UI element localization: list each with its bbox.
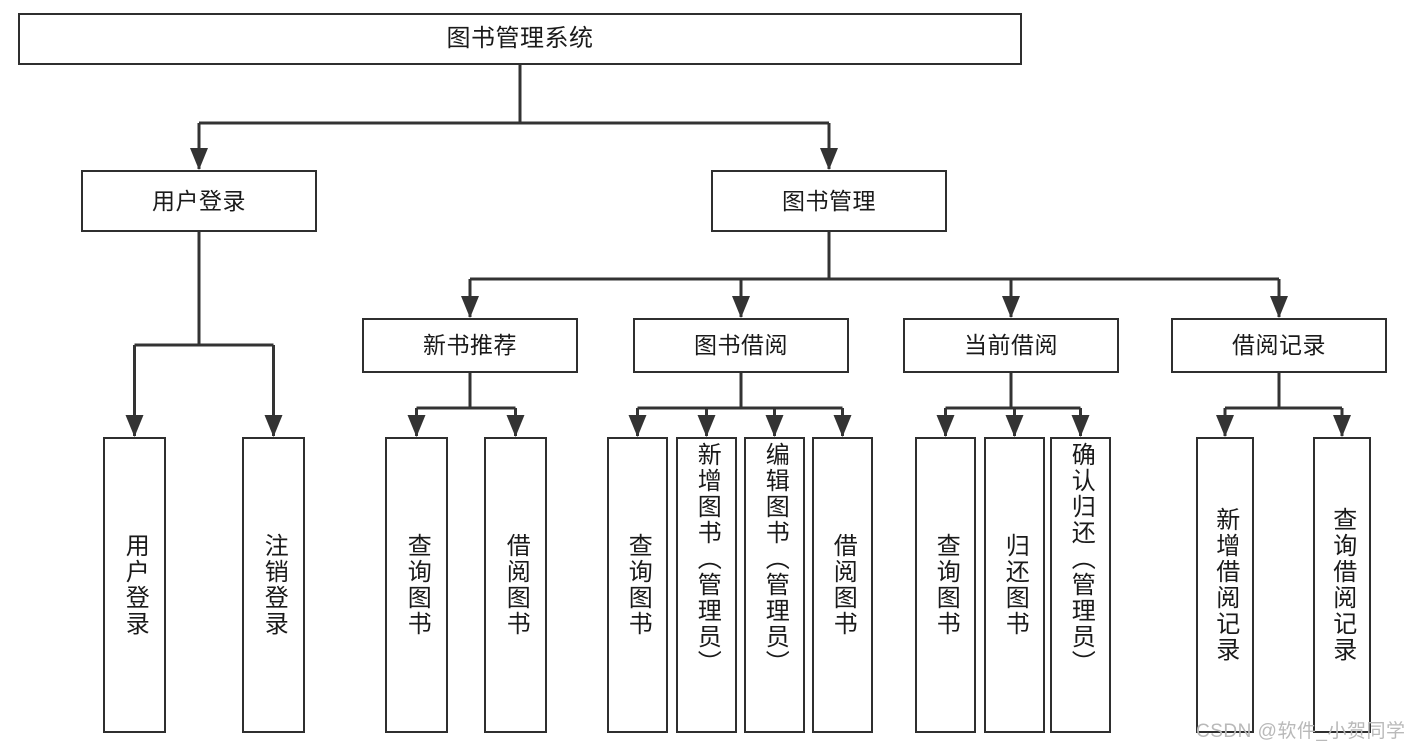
node-newbook[interactable]: 新书推荐 — [362, 318, 578, 373]
node-l11[interactable]: 确认归还（管理员） — [1050, 437, 1111, 733]
node-label: 查询借阅记录 — [1328, 507, 1356, 663]
node-root[interactable]: 图书管理系统 — [18, 13, 1022, 65]
node-label: 归还图书 — [1001, 533, 1029, 637]
node-label: 图书管理系统 — [446, 25, 594, 52]
node-label: 用户登录 — [121, 533, 149, 637]
node-label: 查询图书 — [932, 533, 960, 637]
node-label: 查询图书 — [624, 533, 652, 637]
node-label: 当前借阅 — [964, 332, 1058, 358]
node-l8[interactable]: 借阅图书 — [812, 437, 873, 733]
node-label: 图书管理 — [782, 187, 876, 214]
node-bookmgmt[interactable]: 图书管理 — [711, 170, 947, 232]
node-label: 新增借阅记录 — [1211, 507, 1239, 663]
node-l4[interactable]: 借阅图书 — [484, 437, 547, 733]
watermark: CSDN @软件_小贺同学 — [1196, 721, 1405, 742]
node-label: 编辑图书（管理员） — [761, 442, 789, 676]
node-label: 图书借阅 — [694, 332, 788, 358]
node-l1[interactable]: 用户登录 — [103, 437, 166, 733]
node-login[interactable]: 用户登录 — [81, 170, 317, 232]
node-records[interactable]: 借阅记录 — [1171, 318, 1387, 373]
node-l10[interactable]: 归还图书 — [984, 437, 1045, 733]
node-label: 用户登录 — [152, 187, 246, 214]
node-label: 查询图书 — [403, 533, 431, 637]
node-l12[interactable]: 新增借阅记录 — [1196, 437, 1254, 733]
node-l7[interactable]: 编辑图书（管理员） — [744, 437, 805, 733]
node-label: 新书推荐 — [423, 332, 517, 358]
node-label: 借阅图书 — [829, 533, 857, 637]
node-l5[interactable]: 查询图书 — [607, 437, 668, 733]
node-l2[interactable]: 注销登录 — [242, 437, 305, 733]
node-l6[interactable]: 新增图书（管理员） — [676, 437, 737, 733]
node-label: 注销登录 — [260, 533, 288, 637]
node-l13[interactable]: 查询借阅记录 — [1313, 437, 1371, 733]
node-borrow[interactable]: 图书借阅 — [633, 318, 849, 373]
node-l9[interactable]: 查询图书 — [915, 437, 976, 733]
node-current[interactable]: 当前借阅 — [903, 318, 1119, 373]
node-label: 借阅图书 — [502, 533, 530, 637]
node-label: 确认归还（管理员） — [1067, 442, 1095, 676]
node-l3[interactable]: 查询图书 — [385, 437, 448, 733]
node-label: 新增图书（管理员） — [693, 442, 721, 676]
node-label: 借阅记录 — [1232, 332, 1326, 358]
